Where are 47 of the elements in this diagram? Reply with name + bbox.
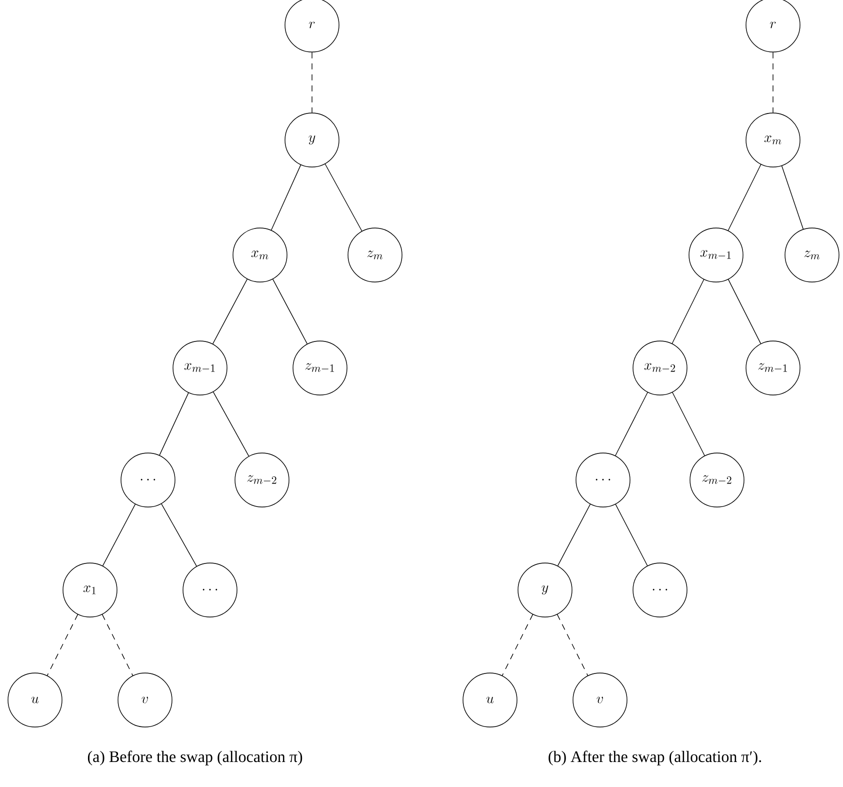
tree-node: $\cdots$ [576, 452, 630, 508]
tree-edge [672, 392, 705, 456]
tree-edge [324, 164, 362, 232]
tree-edge [556, 614, 588, 676]
tree-node: $z_{m-1}$ [292, 340, 348, 396]
tree-node: $x_{m-2}$ [632, 340, 688, 396]
tree-node: $y$ [284, 112, 340, 168]
tree-edge [272, 278, 308, 344]
tree-edge [772, 52, 774, 113]
tree-node: $z_{m-1}$ [746, 340, 800, 396]
tree-node: $x_1$ [62, 562, 118, 618]
tree-node: $\cdots$ [182, 562, 238, 618]
tree-node: $x_m$ [232, 228, 288, 282]
tree-node: $z_m$ [348, 228, 402, 282]
tree-edge [728, 164, 762, 231]
tree-node: $u$ [462, 672, 518, 728]
tree-node: $z_m$ [784, 228, 840, 282]
tree-edge [557, 504, 591, 566]
tree-edge [212, 278, 248, 344]
tree-node: $\cdots$ [120, 452, 176, 508]
tree-edge [615, 504, 648, 566]
tree-edge [46, 614, 78, 676]
subfigure-caption: (a) Before the swap (allocation π) [88, 750, 302, 766]
tree-node: $y$ [518, 562, 572, 618]
tree-node: $v$ [572, 672, 628, 728]
tree-edge [102, 614, 134, 676]
tree-edge [102, 504, 136, 566]
tree-node: $z_{m-2}$ [234, 452, 290, 508]
subfigure-caption: (b) After the swap (allocation π′). [548, 750, 762, 766]
tree-edge [502, 614, 534, 676]
tree-edge [212, 392, 250, 456]
tree-edge [161, 503, 197, 567]
tree-node: $v$ [118, 672, 172, 728]
tree-node: $\cdots$ [632, 562, 688, 618]
tree-edge [615, 392, 648, 456]
tree-edge [159, 392, 189, 456]
tree-edge [728, 279, 762, 344]
tree-node: $x_{m-1}$ [172, 340, 228, 396]
tree-node: $r$ [284, 0, 340, 52]
tree-node: $u$ [8, 672, 62, 728]
tree-edge [781, 166, 804, 230]
tree-node: $x_{m-1}$ [688, 228, 744, 282]
tree-node: $z_{m-2}$ [690, 452, 744, 508]
tree-node: $r$ [746, 0, 800, 52]
tree-node: $x_m$ [746, 112, 800, 168]
tree-edge [672, 279, 704, 344]
tree-edge [270, 164, 302, 230]
